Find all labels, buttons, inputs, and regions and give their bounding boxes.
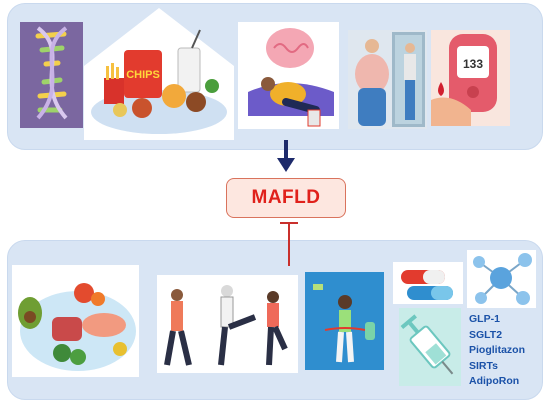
- mafld-box: MAFLD: [226, 178, 346, 218]
- molecule-icon: [467, 250, 536, 308]
- weight-loss-icon: [305, 272, 384, 370]
- obese-person-mirror-icon: [348, 30, 427, 129]
- dna-icon: [20, 22, 83, 128]
- drug-glp1: GLP-1: [469, 313, 500, 325]
- chips-text: CHIPS: [126, 69, 160, 81]
- junk-food-icon: CHIPS: [84, 8, 234, 140]
- drug-list: GLP-1 SGLT2 Pioglitazon SIRTs AdipoRon: [469, 312, 547, 390]
- inhibition-line: [280, 222, 298, 266]
- capsule-pills-icon: [393, 262, 463, 304]
- syringe-icon: [399, 308, 461, 386]
- drug-sirts: SIRTs: [469, 359, 498, 372]
- mafld-label: MAFLD: [251, 187, 321, 208]
- drug-pioglitazon: Pioglitazon: [469, 344, 525, 357]
- healthy-food-icon: [12, 265, 139, 377]
- sedentary-person-icon: [238, 22, 339, 129]
- glucose-meter-icon: 133: [431, 30, 510, 126]
- causes-arrow: [277, 140, 295, 172]
- glucose-reading: 133: [463, 57, 483, 71]
- drug-sglt2: SGLT2: [469, 328, 503, 341]
- drug-adiporon: AdipoRon: [469, 375, 520, 388]
- exercise-people-icon: [157, 275, 298, 373]
